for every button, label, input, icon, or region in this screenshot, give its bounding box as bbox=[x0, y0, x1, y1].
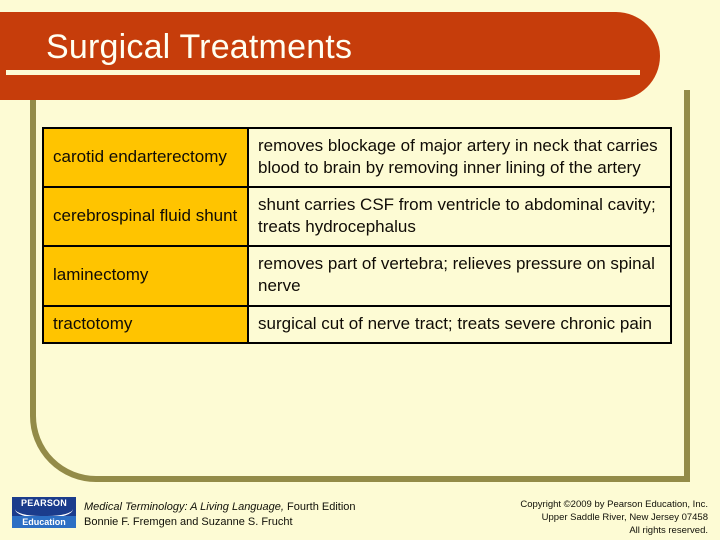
book-title: Medical Terminology: A Living Language, bbox=[84, 501, 284, 513]
definition-cell: removes part of vertebra; relieves press… bbox=[247, 245, 672, 307]
copyright-line-1: Copyright ©2009 by Pearson Education, In… bbox=[520, 499, 708, 510]
title-banner bbox=[0, 12, 660, 100]
copyright-line-3: All rights reserved. bbox=[629, 525, 708, 537]
term-cell: laminectomy bbox=[42, 245, 249, 307]
definition-cell: surgical cut of nerve tract; treats seve… bbox=[247, 304, 672, 344]
book-credit: Medical Terminology: A Living Language, … bbox=[84, 500, 356, 530]
book-title-line: Medical Terminology: A Living Language, … bbox=[84, 500, 356, 515]
page-title: Surgical Treatments bbox=[46, 28, 353, 66]
surgical-treatments-table: carotid endarterectomy removes blockage … bbox=[42, 126, 672, 344]
table-row: carotid endarterectomy removes blockage … bbox=[42, 126, 672, 189]
table-row: tractotomy surgical cut of nerve tract; … bbox=[42, 304, 672, 344]
term-cell: carotid endarterectomy bbox=[42, 126, 249, 189]
table-row: cerebrospinal fluid shunt shunt carries … bbox=[42, 186, 672, 248]
logo-division-text: Education bbox=[22, 517, 66, 527]
definition-cell: removes blockage of major artery in neck… bbox=[247, 126, 672, 189]
copyright-line-2: Upper Saddle River, New Jersey 07458 bbox=[541, 512, 708, 524]
title-underline-rule bbox=[6, 70, 640, 75]
copyright-block: Copyright ©2009 by Pearson Education, In… bbox=[520, 498, 708, 537]
logo-division-bar bbox=[12, 516, 76, 528]
term-cell: cerebrospinal fluid shunt bbox=[42, 186, 249, 248]
pearson-education-logo: PEARSON Education bbox=[12, 497, 76, 528]
book-edition: Fourth Edition bbox=[283, 501, 356, 513]
logo-brand-text: PEARSON bbox=[21, 498, 67, 508]
definition-cell: shunt carries CSF from ventricle to abdo… bbox=[247, 186, 672, 248]
term-cell: tractotomy bbox=[42, 304, 249, 344]
table-row: laminectomy removes part of vertebra; re… bbox=[42, 245, 672, 307]
book-authors: Bonnie F. Fremgen and Suzanne S. Frucht bbox=[84, 515, 293, 528]
